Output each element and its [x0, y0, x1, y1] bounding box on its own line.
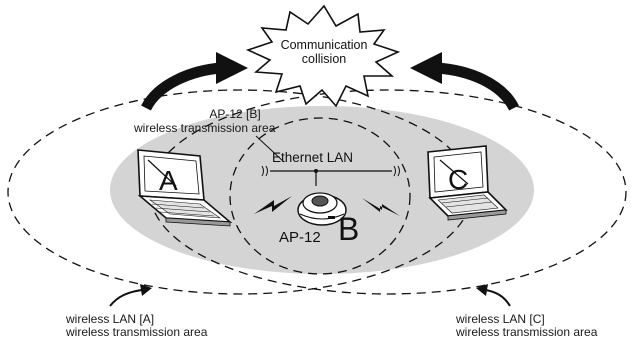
laptop-a-letter: A — [159, 165, 178, 196]
overlap-shaded-area — [110, 106, 534, 274]
area-b-label: AP-12 [B] — [150, 108, 320, 121]
area-c-label-line2: wireless transmission area — [456, 325, 598, 339]
area-c-pointer-head-icon — [476, 284, 488, 296]
access-point-device-icon — [297, 192, 347, 226]
collision-burst-icon — [245, 4, 401, 108]
area-c-pointer-icon — [485, 289, 511, 307]
access-point-name: AP-12 — [279, 229, 321, 246]
area-b-label-line2: wireless transmission area — [134, 121, 276, 135]
area-b-leader-line — [255, 135, 285, 163]
arrow-from-c-icon — [435, 62, 519, 111]
laptop-c-letter: C — [448, 164, 468, 195]
wireless-bolt-left-icon — [254, 196, 292, 214]
wireless-bolt-right-icon — [362, 198, 400, 216]
collision-label-line1: Communication — [280, 38, 368, 52]
collision-label: Communication collision — [264, 38, 384, 66]
ethernet-lan-label: Ethernet LAN — [272, 150, 354, 165]
area-b-label-line1: AP-12 [B] — [209, 107, 261, 121]
access-point-letter: B — [338, 211, 360, 247]
area-a-label-line2: wireless transmission area — [66, 325, 208, 339]
ethernet-line — [261, 165, 400, 186]
collision-label-line2: collision — [301, 52, 347, 66]
arrow-head-a-icon — [216, 52, 248, 84]
area-a-label-line1: wireless LAN [A] — [66, 312, 155, 326]
area-c-label: wireless LAN [C] wireless transmission a… — [456, 313, 597, 339]
range-ellipse-b — [229, 117, 411, 275]
area-a-pointer-icon — [109, 289, 143, 307]
laptop-c-icon — [427, 145, 508, 221]
area-a-label: wireless LAN [A] wireless transmission a… — [66, 313, 207, 339]
laptop-a-icon — [137, 149, 233, 227]
area-a-pointer-head-icon — [140, 284, 152, 296]
arrow-from-a-icon — [141, 62, 223, 111]
arrow-head-c-icon — [410, 52, 442, 84]
area-c-label-line1: wireless LAN [C] — [456, 312, 545, 326]
